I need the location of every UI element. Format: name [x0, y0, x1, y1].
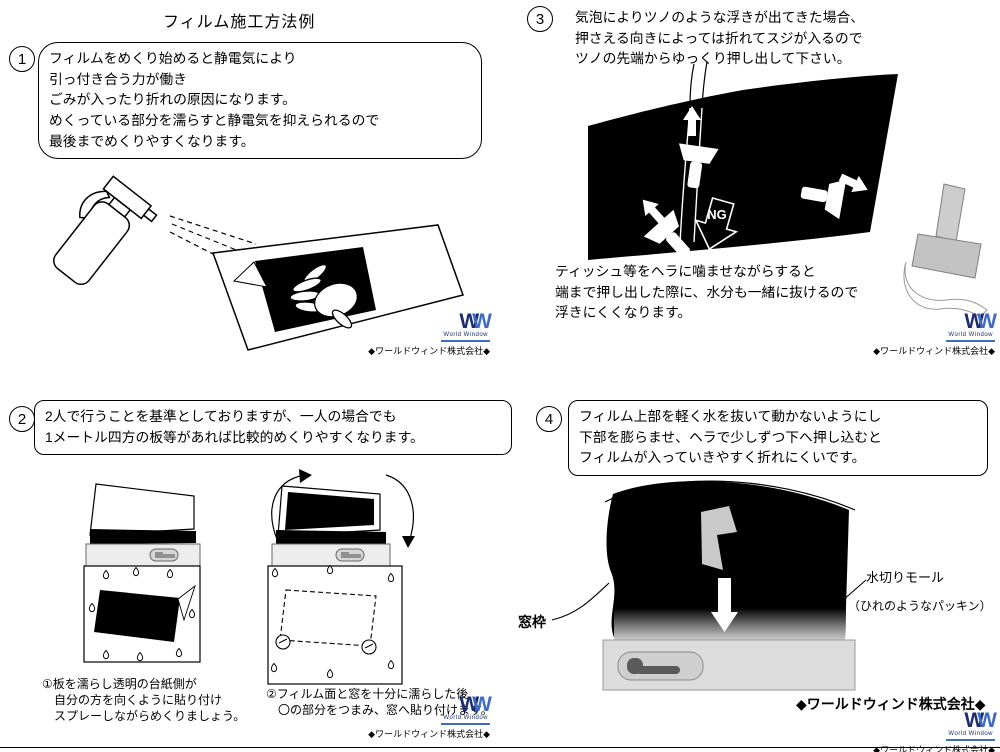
note-line: 1メートル四方の板等があれば比較的めくりやすくなります。 — [45, 429, 424, 445]
note-line: 最後までめくりやすくなります。 — [49, 133, 255, 149]
note-line: 浮きにくくなります。 — [555, 305, 692, 321]
step-2-caption-board: ①板を濡らし透明の台紙側が 自分の方を向くように貼り付け スプレーしながらめくり… — [42, 676, 245, 725]
note-line: 2人で行うことを基準としておりますが、一人の場合でも — [45, 409, 397, 424]
note-line: 下部を膨らませ、ヘラで少しずつ下へ押し込むと — [579, 429, 882, 445]
note-line: 気泡によりツノのような浮きが出てきた場合、 — [575, 10, 865, 25]
page-title: フィルム施工方法例 — [163, 14, 316, 31]
squeegee-icon — [701, 506, 737, 570]
window-frame-pointer-line — [551, 582, 610, 621]
ww-logo-letter: W — [964, 709, 984, 732]
rotate-arrow — [385, 474, 414, 543]
step-4-number: 4 — [536, 406, 562, 432]
rotate-arrow — [271, 474, 305, 543]
board-method-illustration — [83, 469, 415, 685]
ww-logo-letter: W — [977, 709, 997, 732]
caption-line: ②フィルム面と窓を十分に濡らした後 — [266, 687, 469, 701]
pinch-point-marker — [361, 639, 377, 655]
bubble-pushing-illustration: NG — [588, 61, 988, 318]
caption-line: 自分の方を向くように貼り付け — [42, 693, 223, 708]
company-name: ◆ワールドウィンド株式会社◆ — [368, 728, 490, 739]
tinted-film-area — [285, 492, 374, 530]
ww-logo-subtext: World Window — [441, 714, 490, 725]
note-line: 端まで押し出した際に、水分も一緒に抜けるので — [555, 284, 859, 300]
step-3-instructions-bottom: ティッシュ等をヘラに噛ませながらすると 端まで押し出した際に、水分も一緒に抜ける… — [555, 262, 858, 324]
ww-logo-subtext: World Window — [946, 730, 995, 741]
door-film-insertion-illustration — [551, 480, 867, 691]
step-2-note-box: 2人で行うことを基準としておりますが、一人の場合でも 1メートル四方の板等があれ… — [34, 400, 512, 456]
worldwind-logo-block: WW World Window ◆ワールドウィンド株式会社◆ — [873, 310, 997, 357]
ww-logo: WW — [964, 709, 997, 732]
door-window-film — [606, 481, 849, 640]
ww-logo-subtext: World Window — [946, 331, 995, 342]
note-line: めくっている部分を濡らすと静電気を抑えられるので — [49, 113, 380, 129]
hand-icon — [289, 263, 359, 329]
ww-logo: WW — [964, 310, 997, 333]
note-line: ツノの先端からゆっくり押し出して下さい。 — [575, 51, 851, 67]
caption-line: スプレーしながらめくりましょう。 — [42, 709, 246, 724]
panel-window-apply — [267, 469, 415, 685]
worldwind-logo-block: WW World Window ◆ワールドウィンド株式会社◆ — [873, 709, 997, 752]
note-line: フィルムが入っていきやすく折れにくいです。 — [579, 450, 866, 466]
molding-label: 水切りモール — [866, 570, 945, 585]
spray-bottle-film-illustration — [53, 175, 464, 351]
company-name: ◆ワールドウィンド株式会社◆ — [873, 744, 995, 752]
spray-bottle-icon — [53, 175, 158, 286]
panel-board-back — [83, 483, 201, 663]
step-3-number: 3 — [527, 6, 553, 32]
ww-logo-letter: W — [472, 693, 492, 716]
ww-logo-subtext: World Window — [441, 331, 490, 342]
step-2-number: 2 — [9, 406, 35, 432]
film-on-board — [94, 590, 180, 642]
note-line: ティッシュ等をヘラに噛ませながらすると — [555, 264, 816, 279]
worldwind-logo-block: WW World Window ◆ワールドウィンド株式会社◆ — [368, 693, 492, 740]
ww-logo: WW — [459, 310, 492, 333]
step-4-number-text: 4 — [544, 410, 554, 428]
pinch-point-marker — [275, 634, 291, 650]
worldwind-logo-block: WW World Window ◆ワールドウィンド株式会社◆ — [368, 310, 492, 357]
note-line: フィルム上部を軽く水を抜いて動かないようにし — [579, 409, 882, 424]
tinted-window-shape — [588, 74, 898, 260]
step-2-number-text: 2 — [17, 410, 27, 428]
ww-logo-letter: W — [472, 310, 492, 333]
step-2-caption-window: ②フィルム面と窓を十分に濡らした後 〇の部分をつまみ、窓へ貼り付けます。 — [266, 686, 493, 718]
push-down-arrow — [711, 578, 738, 632]
step-3-instructions-top: 気泡によりツノのような浮きが出てきた場合、 押さえる向きによっては折れてスジが入… — [575, 8, 864, 70]
step-1-number: 1 — [9, 46, 35, 72]
window-frame-label: 窓枠 — [518, 614, 546, 630]
step-3-number-text: 3 — [535, 10, 545, 28]
caption-line: ①板を濡らし透明の台紙側が — [42, 677, 197, 691]
step-1-note-box: フィルムをめくり始めると静電気により 引っ付き合う力が働き ごみが入ったり折れの… — [38, 42, 482, 160]
ng-arrow: NG — [694, 196, 739, 251]
ww-logo: WW — [459, 693, 492, 716]
note-line: 引っ付き合う力が働き — [49, 71, 187, 87]
note-line: フィルムをめくり始めると静電気により — [49, 51, 297, 66]
ww-logo-letter: W — [964, 310, 984, 333]
molding-pointer-line — [841, 579, 867, 602]
ww-logo-letter: W — [459, 693, 479, 716]
molding-note-label: （ひれのようなパッキン） — [848, 599, 992, 613]
company-name: ◆ワールドウィンド株式会社◆ — [873, 345, 995, 356]
step-4-note-box: フィルム上部を軽く水を抜いて動かないようにし 下部を膨らませ、ヘラで少しずつ下へ… — [568, 400, 988, 477]
ng-label: NG — [707, 207, 727, 222]
step-1-number-text: 1 — [17, 50, 27, 68]
company-name: ◆ワールドウィンド株式会社◆ — [368, 345, 490, 356]
note-line: 押さえる向きによっては折れてスジが入るので — [575, 30, 863, 46]
ww-logo-letter: W — [977, 310, 997, 333]
ww-logo-letter: W — [459, 310, 479, 333]
bottom-divider — [0, 747, 1000, 748]
company-name-bold: ◆ワールドウィンド株式会社◆ — [796, 696, 986, 712]
squeegee-with-tissue-icon — [903, 183, 988, 318]
caption-line: 〇の部分をつまみ、窓へ貼り付けます。 — [266, 703, 493, 718]
note-line: ごみが入ったり折れの原因になります。 — [49, 92, 296, 108]
